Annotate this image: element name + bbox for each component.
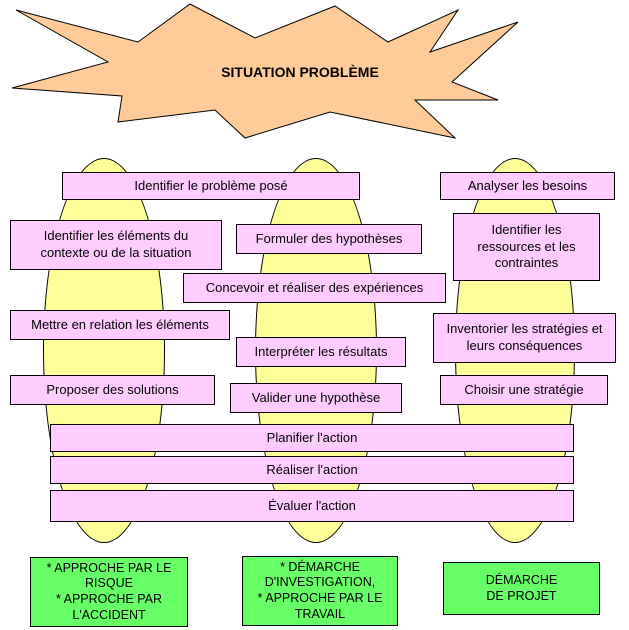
step-identifier-probleme: Identifier le problème posé — [62, 172, 360, 200]
step-concevoir-experiences: Concevoir et réaliser des expériences — [183, 273, 446, 303]
diagram-title: SITUATION PROBLÈME — [221, 64, 379, 80]
step-choisir-strategie: Choisir une stratégie — [440, 375, 608, 405]
ellipse-column-1 — [43, 158, 165, 543]
step-identifier-ressources: Identifier les ressources et les contrai… — [453, 213, 600, 281]
approach-investigation-travail: * DÉMARCHE D'INVESTIGATION, * APPROCHE P… — [242, 556, 398, 626]
step-analyser-besoins: Analyser les besoins — [440, 172, 615, 200]
step-proposer-solutions: Proposer des solutions — [10, 375, 215, 405]
step-planifier-action: Planifier l'action — [50, 424, 574, 452]
star-polygon — [11, 3, 519, 139]
step-realiser-action: Réaliser l'action — [50, 456, 574, 484]
situation-star-shape — [11, 3, 519, 139]
step-inventorier-strategies: Inventorier les stratégies et leurs cons… — [433, 313, 616, 363]
step-identifier-elements: Identifier les éléments du contexte ou d… — [10, 220, 222, 270]
step-evaluer-action: Évaluer l'action — [50, 490, 574, 522]
step-interpreter-resultats: Interpréter les résultats — [236, 337, 406, 367]
approach-demarche-projet: DÉMARCHE DE PROJET — [443, 562, 600, 615]
approach-risque-accident: * APPROCHE PAR LE RISQUE * APPROCHE PAR … — [30, 557, 188, 627]
step-valider-hypothese: Valider une hypothèse — [230, 383, 402, 413]
step-mettre-en-relation: Mettre en relation les éléments — [10, 310, 230, 340]
step-formuler-hypotheses: Formuler des hypothèses — [236, 224, 422, 254]
